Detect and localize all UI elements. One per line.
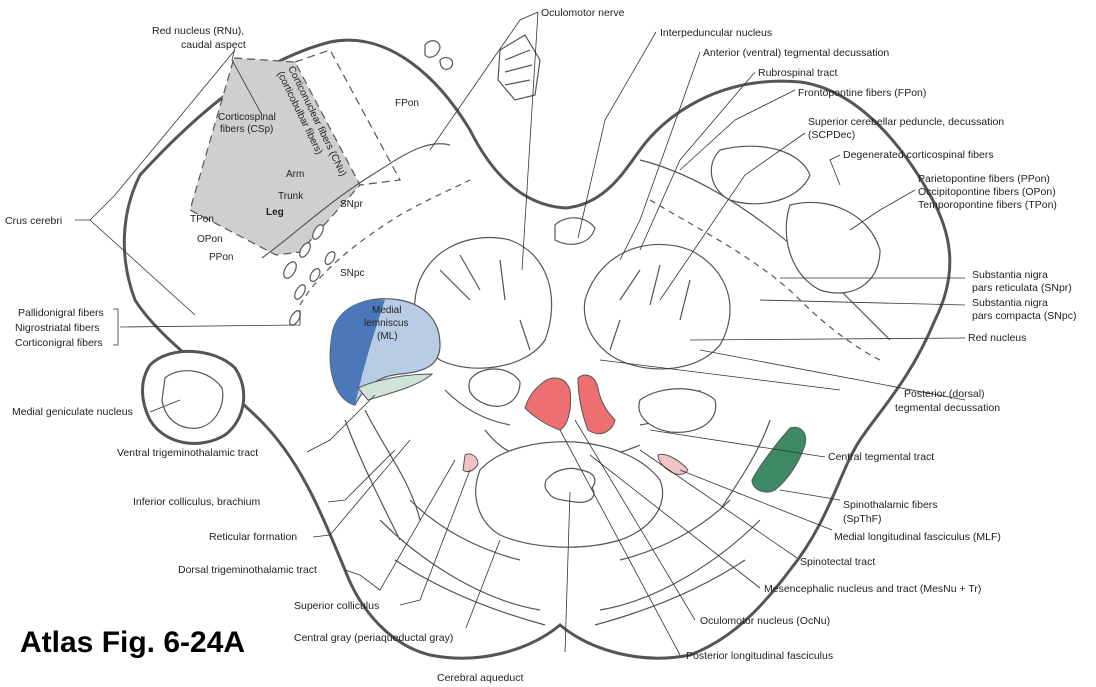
label-sn-reticulata-1: Substantia nigra [972, 269, 1048, 281]
label-inferior-colliculus-brachium: Inferior colliculus, brachium [133, 496, 260, 508]
label-interpeduncular-nucleus: Interpeduncular nucleus [660, 27, 772, 39]
medial-geniculate-shape [143, 351, 244, 443]
label-opon: OPon [197, 234, 223, 245]
label-scp-decussation-2: (SCPDec) [808, 129, 855, 141]
label-spinotectal: Spinotectal tract [800, 556, 875, 568]
label-central-gray: Central gray (periaqueductal gray) [294, 632, 453, 644]
label-arm: Arm [286, 169, 304, 180]
label-medial-geniculate: Medial geniculate nucleus [12, 406, 133, 418]
label-leg: Leg [266, 207, 284, 218]
label-ml-1: Medial [372, 305, 401, 316]
label-parietopontine: Parietopontine fibers (PPon) [918, 173, 1050, 185]
label-mlf: Medial longitudinal fasciculus (MLF) [834, 531, 1001, 543]
label-cerebral-aqueduct: Cerebral aqueduct [437, 672, 523, 684]
label-temporopontine: Temporopontine fibers (TPon) [918, 199, 1057, 211]
label-degenerated-corticospinal: Degenerated corticospinal fibers [843, 149, 994, 161]
label-rubrospinal-tract: Rubrospinal tract [758, 67, 837, 79]
label-crus-cerebri: Crus cerebri [5, 215, 62, 227]
label-red-nucleus: Red nucleus [968, 332, 1026, 344]
label-spinothalamic-2: (SpThF) [843, 513, 882, 525]
label-fpon: FPon [395, 98, 419, 109]
label-oculomotor-nucleus: Oculomotor nucleus (OcNu) [700, 615, 830, 627]
label-oculomotor-nerve: Oculomotor nerve [541, 7, 625, 19]
label-central-tegmental: Central tegmental tract [828, 451, 934, 463]
label-ppon: PPon [209, 252, 233, 263]
label-trunk: Trunk [278, 191, 304, 202]
label-ml-2: lemniscus [364, 318, 408, 329]
nigral-fibers-bracket [113, 309, 118, 345]
label-superior-colliculus: Superior colliculus [294, 600, 379, 612]
label-red-nucleus-caudal-1: Red nucleus (RNu), [152, 25, 244, 37]
label-posterior-longitudinal: Posterior longitudinal fasciculus [686, 650, 833, 662]
label-corticospinal-1: Corticospinal [218, 112, 276, 123]
label-sn-reticulata-2: pars reticulata (SNpr) [972, 282, 1072, 294]
label-nigrostriatal: Nigrostriatal fibers [15, 322, 100, 334]
label-tpon: TPon [190, 214, 214, 225]
label-snpr: SNpr [340, 199, 363, 210]
label-corticospinal-2: fibers (CSp) [220, 124, 273, 135]
label-snpc: SNpc [340, 268, 364, 279]
label-sn-compacta-1: Substantia nigra [972, 297, 1048, 309]
label-red-nucleus-caudal-2: caudal aspect [181, 39, 246, 51]
label-ventral-trigeminothalamic: Ventral trigeminothalamic tract [117, 447, 258, 459]
label-dorsal-trigeminothalamic: Dorsal trigeminothalamic tract [178, 564, 317, 576]
label-corticonigral: Corticonigral fibers [15, 337, 103, 349]
label-pallidonigral: Pallidonigral fibers [18, 307, 104, 319]
label-ml-3: (ML) [377, 331, 398, 342]
label-sn-compacta-2: pars compacta (SNpc) [972, 310, 1076, 322]
label-mesencephalic-nucleus: Mesencephalic nucleus and tract (MesNu +… [764, 583, 981, 595]
label-reticular-formation: Reticular formation [209, 531, 297, 543]
label-posterior-tegmental-2: tegmental decussation [895, 402, 1000, 414]
label-spinothalamic-1: Spinothalamic fibers [843, 499, 938, 511]
label-scp-decussation-1: Superior cerebellar peduncle, decussatio… [808, 116, 1004, 128]
label-posterior-tegmental-1: Posterior (dorsal) [904, 388, 985, 400]
label-frontopontine-fibers: Frontopontine fibers (FPon) [798, 87, 926, 99]
label-anterior-tegmental-decussation: Anterior (ventral) tegmental decussation [703, 47, 889, 59]
figure-title: Atlas Fig. 6-24A [20, 626, 245, 659]
label-occipitopontine: Occipitopontine fibers (OPon) [918, 186, 1056, 198]
